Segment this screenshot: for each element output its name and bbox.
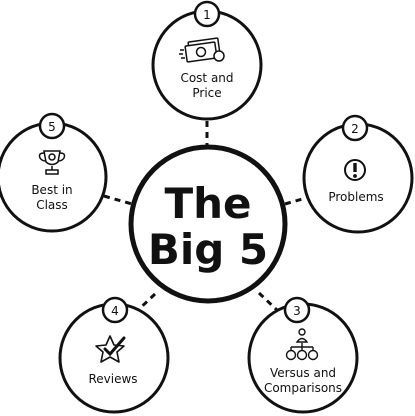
- node-3-badge: [283, 296, 311, 324]
- connector-2: [284, 196, 307, 206]
- center-node: The Big 5: [128, 144, 288, 304]
- trophy-icon: [38, 150, 66, 175]
- node-2-number: 2: [351, 122, 359, 136]
- node-2-badge: [341, 114, 369, 142]
- node-1-number: 1: [203, 8, 211, 22]
- hierarchy-icon: [285, 328, 319, 361]
- node-3: 3 Versus and Comparisons: [247, 296, 359, 414]
- connector-4: [134, 292, 157, 314]
- node-1-label-line1: Cost and: [180, 71, 233, 85]
- node-5-number: 5: [48, 120, 56, 134]
- node-5-label-line1: Best in: [31, 183, 72, 197]
- center-title-line1: The: [164, 179, 251, 228]
- node-5-label-line2: Class: [36, 198, 68, 212]
- money-icon: [179, 37, 225, 63]
- node-1-label-line2: Price: [192, 86, 221, 100]
- node-2: 2 Problems: [302, 114, 414, 234]
- connectors: [103, 121, 307, 314]
- node-1-badge: [193, 0, 221, 28]
- node-4: 4 Reviews: [58, 296, 170, 414]
- star-check-icon: [95, 335, 126, 363]
- connector-3: [257, 291, 280, 313]
- node-3-label-line2: Comparisons: [264, 381, 342, 395]
- node-4-number: 4: [111, 304, 119, 318]
- node-5-badge: [38, 112, 66, 140]
- node-5: 5 Best in Class: [0, 112, 108, 233]
- node-4-badge: [101, 296, 129, 324]
- node-4-label-line1: Reviews: [88, 372, 137, 386]
- center-title-line2: Big 5: [148, 225, 268, 274]
- node-3-label-line1: Versus and: [270, 366, 336, 380]
- node-1: 1 Cost and Price: [151, 0, 263, 121]
- node-3-number: 3: [293, 304, 301, 318]
- center-circle: [128, 144, 288, 304]
- node-2-label-line1: Problems: [328, 190, 383, 204]
- exclamation-icon: [344, 159, 366, 181]
- connector-5: [103, 194, 133, 206]
